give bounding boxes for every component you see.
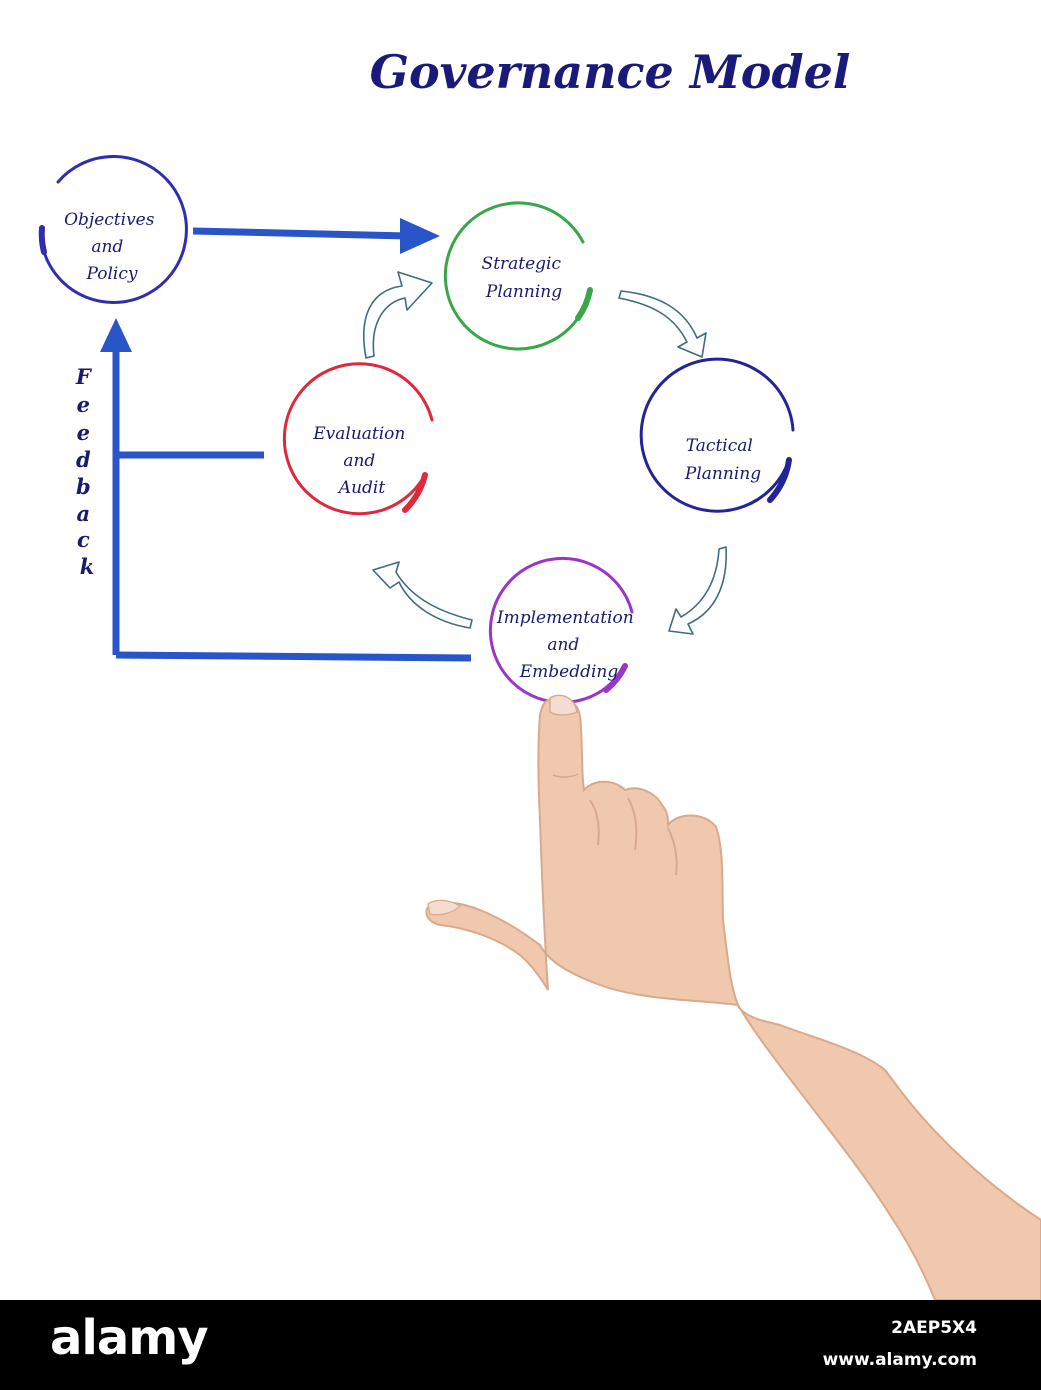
evaluation-to-strategic-arrow <box>362 271 433 359</box>
objectives-label-line: and <box>91 237 123 257</box>
feedback-letter: F <box>75 364 93 389</box>
objectives-to-strategic-connector <box>192 227 411 240</box>
implementation-label-line: Embedding <box>519 662 619 682</box>
implementation-circle-accent <box>603 663 628 693</box>
evaluation-label-line: Audit <box>337 478 386 498</box>
evaluation-label-line: Evaluation <box>312 424 405 444</box>
knuckle-line <box>667 827 678 876</box>
implementation-circle <box>488 556 634 704</box>
knuckle-line <box>627 797 638 851</box>
feedback-bottom-line <box>115 651 472 662</box>
fingernail <box>549 694 578 716</box>
feedback-letter: e <box>77 392 90 417</box>
strategic-label: Strategic Planning <box>482 254 567 302</box>
tactical-circle <box>639 357 795 513</box>
pointing-hand-icon <box>425 694 1041 1300</box>
objectives-label-line: Objectives <box>64 210 155 230</box>
stock-url: www.alamy.com <box>822 1350 977 1370</box>
strategic-circle-accent <box>575 287 593 321</box>
finger-crease <box>552 773 579 778</box>
strategic-label-line: Planning <box>485 282 562 302</box>
knuckle-line <box>589 799 600 846</box>
objectives-to-strategic-arrowhead <box>400 218 440 254</box>
evaluation-label-line: and <box>343 451 375 471</box>
feedback-letter: e <box>77 420 90 445</box>
implementation-label: Implementation and Embedding <box>496 608 639 682</box>
hand-shape <box>425 696 1041 1300</box>
objectives-circle <box>42 154 188 304</box>
diagram-title: Governance Model <box>370 45 851 99</box>
stock-footer: alamy 2AEP5X4 www.alamy.com <box>0 1300 1041 1390</box>
evaluation-label: Evaluation and Audit <box>312 424 411 498</box>
feedback-label: F e e d b a c k <box>75 364 98 579</box>
strategic-circle <box>443 201 592 351</box>
implementation-label-line: and <box>547 635 579 655</box>
stock-image-id: 2AEP5X4 <box>891 1318 977 1338</box>
feedback-letter: d <box>76 447 91 472</box>
stock-brand-logo: alamy <box>50 1310 209 1366</box>
strategic-label-line: Strategic <box>482 254 562 274</box>
tactical-label-line: Tactical <box>686 436 753 456</box>
governance-diagram: Governance Model Objectives <box>38 45 1041 1300</box>
evaluation-circle-accent <box>402 472 428 513</box>
objectives-label-line: Policy <box>86 264 138 284</box>
tactical-label-line: Planning <box>684 464 761 484</box>
implementation-label-line: Implementation <box>496 608 634 628</box>
feedback-letter: a <box>77 501 91 526</box>
feedback-letter: b <box>76 474 91 499</box>
strategic-to-tactical-arrow <box>618 290 707 358</box>
objectives-circle-accent <box>38 225 47 255</box>
tactical-circle-accent <box>767 457 792 503</box>
feedback-connectors <box>112 227 472 662</box>
evaluation-circle <box>282 362 434 516</box>
implementation-to-evaluation-arrow <box>372 561 473 629</box>
tactical-label: Tactical Planning <box>684 436 761 484</box>
feedback-letter: c <box>77 527 90 552</box>
objectives-label: Objectives and Policy <box>64 210 160 284</box>
thumb-nail <box>427 899 461 916</box>
feedback-up-arrowhead <box>100 318 132 352</box>
tactical-to-implementation-arrow <box>668 546 727 635</box>
feedback-letter: k <box>80 554 95 579</box>
